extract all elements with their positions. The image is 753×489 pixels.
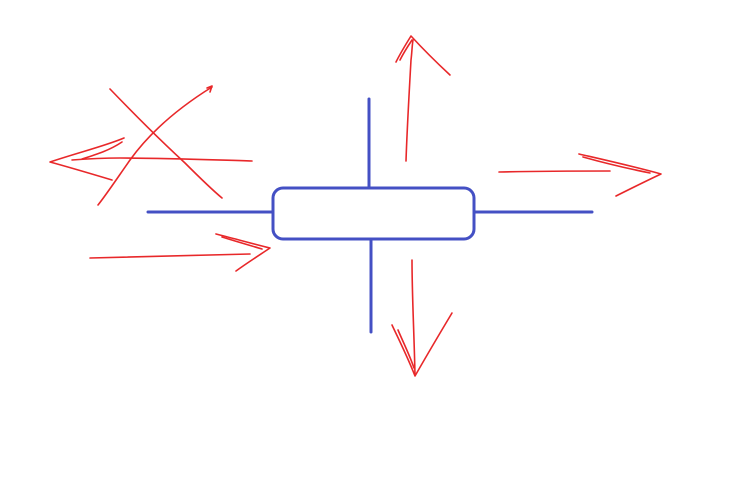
annotation-group <box>49 35 662 377</box>
bottom-outgoing-arrow-shaft <box>411 259 416 376</box>
left-incoming-arrow-head-inner <box>221 236 263 250</box>
cross-out-stroke-tip <box>206 85 213 93</box>
top-outgoing-arrow-head-inner <box>399 39 413 61</box>
top-outgoing-arrow-shaft <box>405 39 414 162</box>
component-group <box>146 97 594 334</box>
left-incoming-arrow-head <box>215 233 271 272</box>
cross-out-stroke-a <box>109 88 223 199</box>
top-outgoing-arrow-head <box>395 35 451 76</box>
component-body <box>271 186 476 241</box>
bottom-outgoing-arrow <box>391 259 453 377</box>
cross-out-mark <box>97 85 223 206</box>
right-outgoing-arrow-head <box>578 153 662 197</box>
right-outgoing-arrow <box>498 153 662 197</box>
cross-out-stroke-b <box>97 86 213 206</box>
left-incoming-arrow-shaft <box>89 253 251 259</box>
left-outgoing-arrow-head-inner <box>81 141 123 160</box>
left-outgoing-arrow <box>49 137 253 181</box>
left-outgoing-arrow-shaft <box>71 157 253 162</box>
left-outgoing-arrow-head <box>49 137 125 181</box>
bottom-outgoing-arrow-head-inner <box>397 329 415 369</box>
right-outgoing-arrow-shaft <box>498 170 611 173</box>
bottom-outgoing-arrow-head <box>391 312 453 377</box>
top-outgoing-arrow <box>395 35 451 162</box>
right-outgoing-arrow-head-inner <box>582 156 651 174</box>
left-incoming-arrow <box>89 233 271 272</box>
